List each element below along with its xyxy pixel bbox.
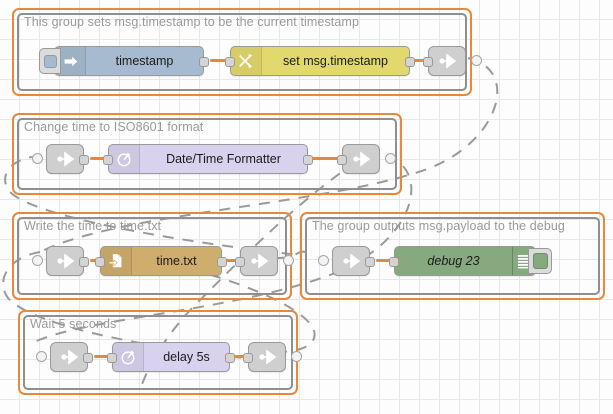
link-endpoint[interactable] — [36, 351, 47, 362]
node-link-out-5[interactable] — [243, 342, 286, 372]
wire — [210, 59, 234, 62]
node-file-write[interactable]: time.txt — [95, 246, 227, 276]
output-port[interactable] — [405, 57, 415, 67]
output-port[interactable] — [365, 257, 375, 267]
input-port[interactable] — [103, 155, 113, 165]
node-label: timestamp — [115, 54, 174, 68]
link-in-icon — [47, 247, 83, 275]
debug-lines-icon — [512, 247, 535, 275]
output-port[interactable] — [199, 57, 209, 67]
group-iso8601[interactable]: Change time to ISO8601 format Date/Time … — [12, 113, 402, 195]
node-link-out-2[interactable] — [337, 144, 380, 174]
node-link-in-2[interactable] — [46, 144, 89, 174]
group-label: Change time to ISO8601 format — [24, 120, 204, 134]
group-inner-border — [305, 217, 600, 295]
group-label: Wait 5 seconds — [30, 317, 117, 331]
input-port[interactable] — [423, 57, 433, 67]
output-port[interactable] — [303, 155, 313, 165]
wire — [414, 59, 430, 62]
output-port[interactable] — [225, 353, 235, 363]
input-port[interactable] — [243, 353, 253, 363]
link-endpoint[interactable] — [471, 55, 482, 66]
link-endpoint[interactable] — [318, 255, 329, 266]
node-label: delay 5s — [163, 350, 210, 364]
node-label: debug 23 — [427, 254, 480, 268]
node-inject-timestamp[interactable]: timestamp — [39, 46, 209, 76]
debug-button-swatch — [532, 253, 548, 269]
node-label: set msg.timestamp — [283, 54, 388, 68]
group-writefile[interactable]: Write the time to time.txt time.txt — [12, 212, 294, 300]
node-delay-5s[interactable]: delay 5s — [107, 342, 235, 372]
group-inner-border — [17, 13, 467, 91]
group-debug[interactable]: The group outputs msg.payload to the deb… — [300, 212, 605, 300]
wire — [90, 157, 112, 160]
input-port[interactable] — [389, 257, 399, 267]
wire — [376, 259, 398, 262]
wire — [312, 157, 344, 160]
node-link-out-3[interactable] — [235, 246, 278, 276]
inject-trigger-button[interactable] — [39, 48, 61, 74]
link-out-icon — [249, 343, 285, 371]
input-port[interactable] — [235, 257, 245, 267]
node-date-time-formatter[interactable]: Date/Time Formatter — [103, 144, 313, 174]
group-timestamp[interactable]: This group sets msg.timestamp to be the … — [12, 8, 482, 96]
node-link-in-5[interactable] — [50, 342, 93, 372]
inject-button-swatch — [43, 54, 57, 68]
node-label: time.txt — [156, 254, 197, 268]
link-in-icon — [333, 247, 369, 275]
link-out-icon — [343, 145, 379, 173]
shuffle-arrows-icon — [231, 47, 262, 75]
group-label: Write the time to time.txt — [24, 219, 162, 233]
stopwatch-icon — [113, 343, 144, 371]
node-change-set-timestamp[interactable]: set msg.timestamp — [225, 46, 415, 76]
group-delay[interactable]: Wait 5 seconds delay 5s — [18, 310, 302, 395]
output-port[interactable] — [217, 257, 227, 267]
link-endpoint[interactable] — [32, 255, 43, 266]
link-endpoint[interactable] — [32, 153, 43, 164]
input-port[interactable] — [107, 353, 117, 363]
output-port[interactable] — [83, 353, 93, 363]
group-label: The group outputs msg.payload to the deb… — [312, 219, 565, 233]
debug-enable-button[interactable] — [528, 248, 552, 274]
input-port[interactable] — [95, 257, 105, 267]
link-endpoint[interactable] — [291, 351, 302, 362]
link-out-icon — [241, 247, 277, 275]
node-link-in-3[interactable] — [46, 246, 89, 276]
link-out-icon — [429, 47, 465, 75]
link-in-icon — [51, 343, 87, 371]
node-link-in-4[interactable] — [332, 246, 375, 276]
node-debug-23[interactable]: debug 23 — [389, 246, 552, 276]
link-endpoint[interactable] — [283, 255, 294, 266]
input-port[interactable] — [225, 57, 235, 67]
file-arrow-icon — [101, 247, 132, 275]
node-link-out-1[interactable] — [423, 46, 466, 76]
wire — [94, 355, 116, 358]
output-port[interactable] — [79, 257, 89, 267]
link-endpoint[interactable] — [385, 153, 396, 164]
node-label: Date/Time Formatter — [166, 152, 281, 166]
output-port[interactable] — [79, 155, 89, 165]
group-inner-border — [17, 118, 397, 190]
stopwatch-icon — [109, 145, 140, 173]
input-port[interactable] — [337, 155, 347, 165]
group-label: This group sets msg.timestamp to be the … — [24, 15, 359, 29]
link-in-icon — [47, 145, 83, 173]
